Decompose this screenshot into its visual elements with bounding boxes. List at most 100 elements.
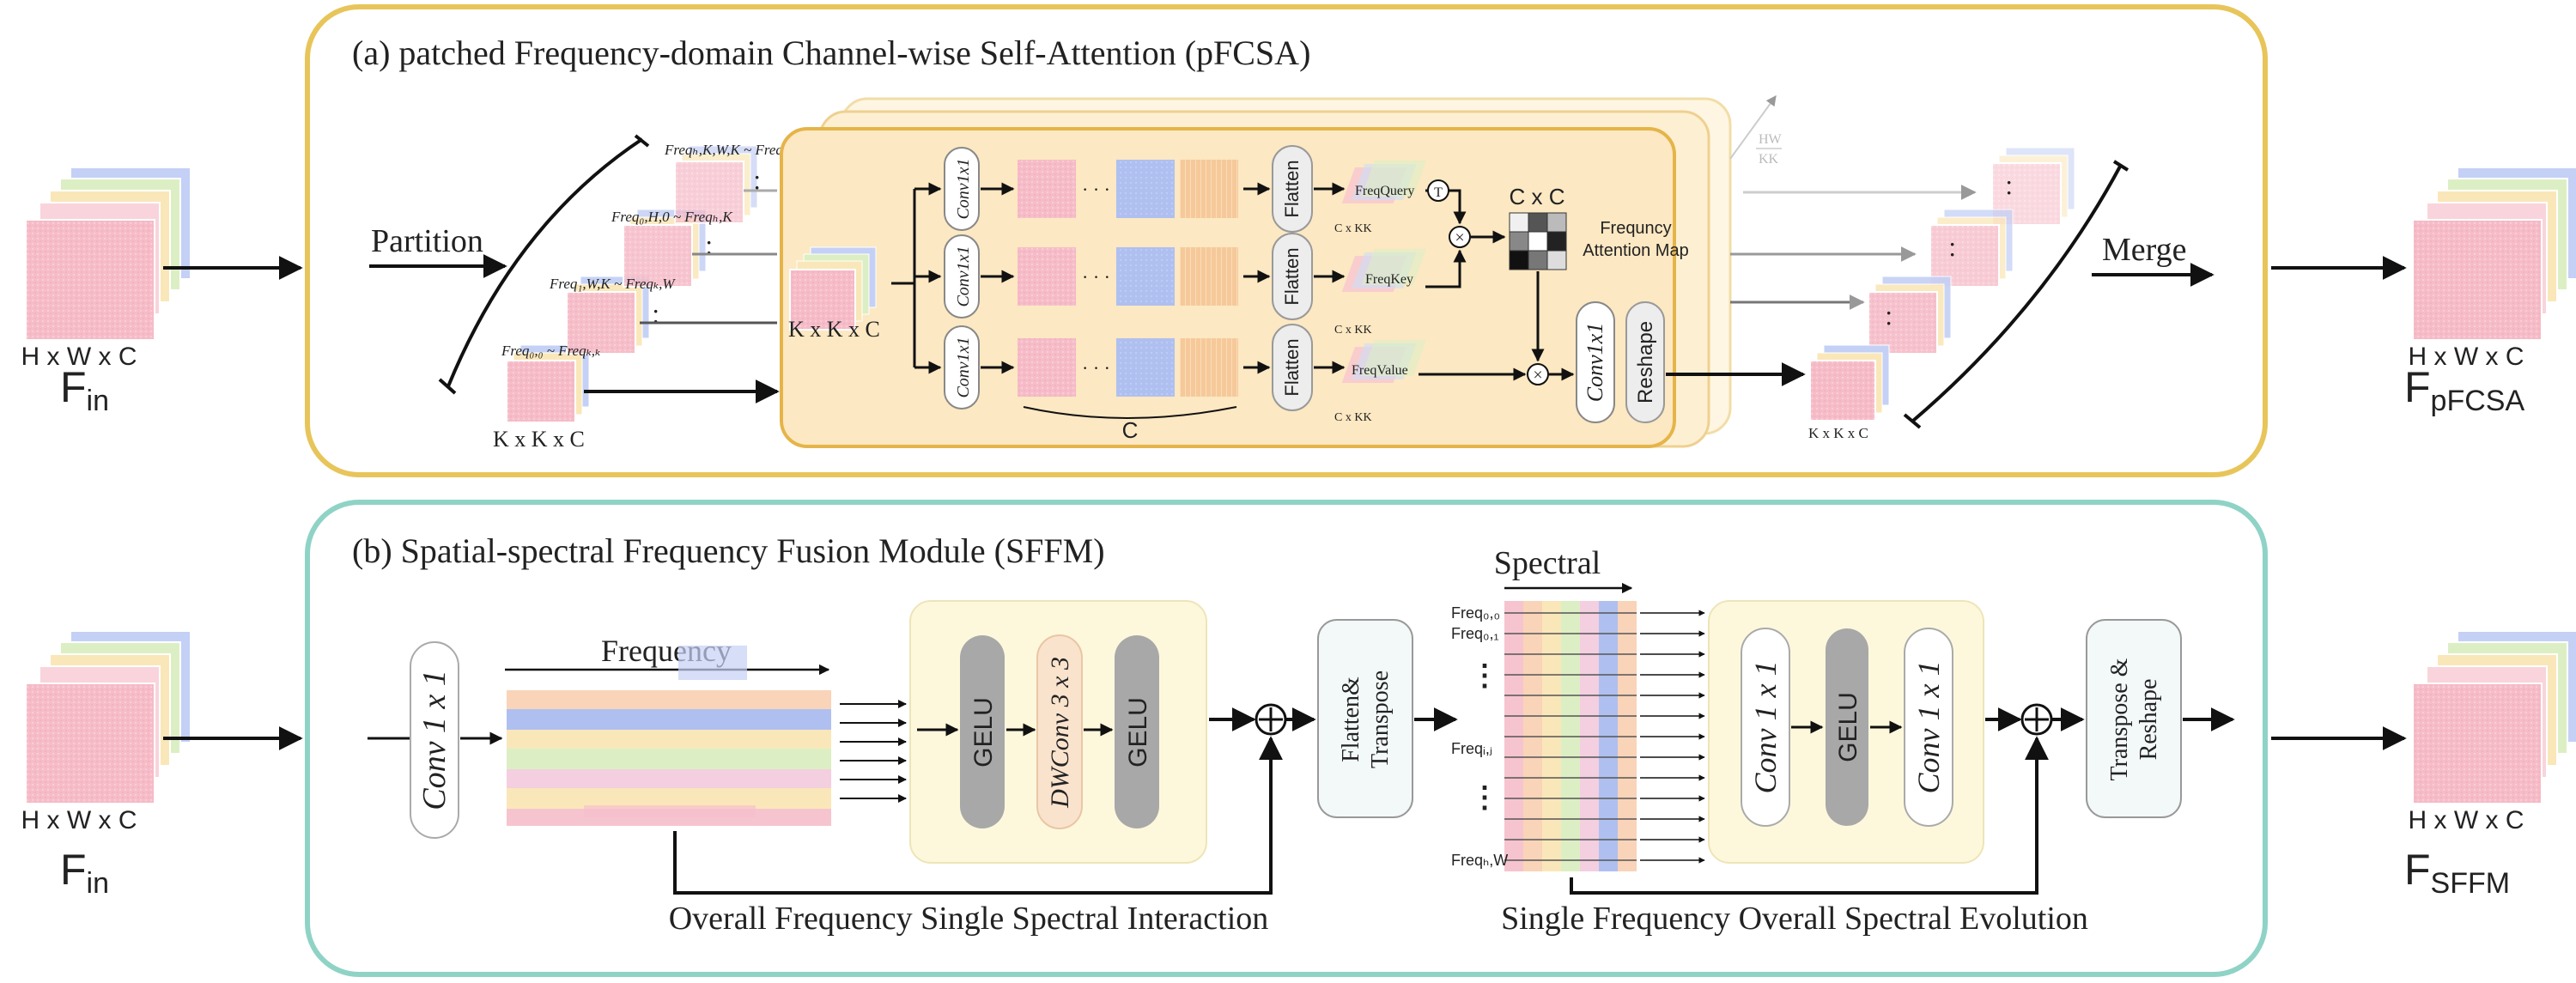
input-b-dims: H x W x C — [21, 806, 137, 834]
branch-key: Conv1x1 · · · Flatten FreqKey C x KK — [944, 233, 1467, 337]
svg-text:·: · — [754, 177, 760, 198]
frequency-arrows — [840, 700, 907, 803]
sffm-conv-box — [410, 641, 459, 839]
patch-stack: · · · · · · — [506, 145, 760, 423]
flatten-query: Flatten — [1281, 160, 1303, 217]
spectral-row-lines — [1504, 612, 1637, 861]
output-a-name: FpFCSA — [2404, 363, 2524, 417]
gelu-2 — [1115, 635, 1159, 828]
svg-text:· · ·: · · · — [1082, 179, 1110, 200]
svg-text:·: · — [2006, 182, 2012, 203]
channel-brace — [1023, 406, 1237, 419]
svg-text:×: × — [1455, 228, 1464, 247]
freq-key: FreqKey — [1365, 272, 1413, 287]
freq-value: FreqValue — [1352, 363, 1408, 378]
sffm-conv-label: Conv 1 x 1 — [416, 670, 453, 810]
cxc-label: C x C — [1510, 184, 1565, 209]
panel-b-title: (b) Spatial-spectral Frequency Fusion Mo… — [352, 531, 1105, 570]
panel-a-frame — [305, 4, 2268, 477]
row-ellipsis-1: ⋮ — [1470, 660, 1499, 692]
gelu-1-label: GELU — [969, 697, 998, 768]
svg-text:·: · — [1949, 244, 1955, 265]
ckk-key: C x KK — [1334, 324, 1372, 337]
caption-left: Overall Frequency Single Spectral Intera… — [669, 901, 1269, 937]
conv-query: Conv1x1 — [954, 158, 973, 219]
svg-text:·: · — [1949, 234, 1955, 255]
flatten-transpose-label-2: Transpose — [1367, 671, 1394, 768]
reshape-box — [1625, 301, 1665, 423]
input-feature-stack-b — [25, 630, 191, 804]
matmul-qk — [1449, 226, 1471, 248]
ckk-value: C x KK — [1334, 411, 1372, 424]
svg-text:·: · — [653, 300, 659, 322]
reshape-label: Reshape — [1634, 321, 1657, 404]
conv-value: Conv1x1 — [954, 337, 973, 397]
conv2-box — [1741, 628, 1790, 827]
merge-bracket — [1911, 164, 2123, 422]
branch-query: Conv1x1 · · · Flatten FreqQuery C x KK T — [944, 145, 1467, 235]
input-b-name: Fin — [60, 846, 109, 900]
svg-text:×: × — [1533, 366, 1542, 385]
partition-bracket — [447, 137, 644, 387]
output-a-dims: H x W x C — [2409, 343, 2524, 371]
gelu-3-label: GELU — [1834, 692, 1862, 762]
attention-map — [1509, 212, 1567, 270]
kk-label: KK — [1759, 152, 1779, 167]
gelu-2-label: GELU — [1124, 697, 1152, 768]
patch-freq-label-3: Freqₕ,K,W,K ~ Freqₕ,W — [664, 142, 807, 158]
freq-row-label-3: Freqₕ,W — [1451, 852, 1508, 869]
input-a-dims: H x W x C — [21, 343, 137, 371]
dwconv — [1036, 634, 1083, 829]
frequency-strips — [507, 646, 831, 826]
svg-text:·: · — [706, 232, 712, 253]
conv2-label: Conv 1 x 1 — [1748, 661, 1783, 794]
hw-label: HW — [1759, 132, 1783, 147]
svg-text:·: · — [754, 167, 760, 188]
skip-connection-1 — [673, 736, 1283, 895]
caption-right: Single Frequency Overall Spectral Evolut… — [1501, 901, 2088, 937]
spectral-label: Spectral — [1494, 545, 1601, 581]
conv3-box — [1904, 628, 1953, 827]
output-b-dims: H x W x C — [2409, 806, 2524, 834]
svg-text:· · ·: · · · — [1082, 357, 1110, 379]
flatten-transpose-label-1: Flatten& — [1338, 677, 1364, 762]
flatten-key: Flatten — [1281, 247, 1303, 305]
right-patch-label: K x K x C — [1808, 425, 1868, 441]
input-a-name: Fin — [60, 363, 109, 417]
flatten-value: Flatten — [1281, 338, 1303, 396]
channel-label: C — [1122, 417, 1139, 443]
row-ellipsis-2: ⋮ — [1470, 782, 1499, 814]
conv3-label: Conv 1 x 1 — [1911, 661, 1946, 794]
patch-freq-label-2: Freq₀,H,0 ~ Freqₕ,K — [611, 209, 733, 225]
inner-patch-label: K x K x C — [788, 317, 880, 342]
attention-map-label-1: Frequncy — [1600, 219, 1671, 238]
partition-label: Partition — [371, 223, 483, 259]
transpose-reshape-label-1: Transpose & — [2106, 658, 2133, 780]
patch-size-label: K x K x C — [493, 427, 585, 452]
flatten-transpose-box — [1317, 619, 1413, 818]
right-patch-stack: · · · · · · — [1809, 147, 2075, 422]
out-conv-box — [1576, 301, 1615, 423]
patch-freq-label-0: Freq₀,₀ ~ Freqₖ,ₖ — [501, 343, 600, 359]
transpose-reshape-box — [2086, 619, 2182, 818]
gelu-1 — [960, 635, 1005, 828]
input-feature-stack-a — [25, 167, 191, 341]
spectral-row-arrows — [1640, 610, 1705, 864]
panel-b-frame — [305, 500, 2268, 977]
transpose-reshape-label-2: Reshape — [2136, 679, 2162, 761]
matmul-v — [1527, 363, 1549, 385]
merge-label: Merge — [2102, 232, 2187, 268]
skip-connection-2 — [1570, 736, 2049, 895]
panel-a-title: (a) patched Frequency-domain Channel-wis… — [352, 33, 1310, 72]
freq-row-label-2: Freqᵢ,ⱼ — [1451, 740, 1492, 757]
conv-key: Conv1x1 — [954, 246, 973, 306]
output-feature-stack-b — [2412, 630, 2576, 804]
svg-text:·: · — [2006, 172, 2012, 193]
freq-query: FreqQuery — [1355, 184, 1414, 198]
branch-value: Conv1x1 · · · Flatten FreqValue C x KK — [944, 324, 1527, 424]
output-b-name: FSFFM — [2404, 846, 2510, 900]
output-feature-stack-a — [2412, 167, 2576, 341]
svg-text:T: T — [1434, 185, 1443, 200]
freq-row-label-0: Freq₀,₀ — [1451, 604, 1500, 622]
